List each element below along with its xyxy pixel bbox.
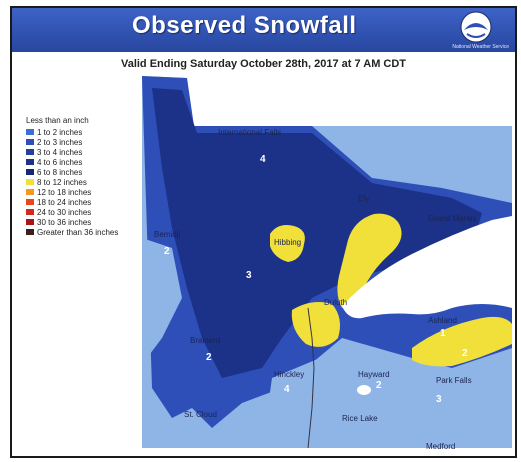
amount-label: 4 xyxy=(284,384,290,395)
legend-swatch xyxy=(26,219,34,225)
legend-label: 6 to 8 inches xyxy=(37,167,83,177)
legend-label: 8 to 12 inches xyxy=(37,177,87,187)
amount-label: 2 xyxy=(164,246,170,257)
legend-swatch xyxy=(26,209,34,215)
page-title: Observed Snowfall xyxy=(132,12,357,40)
place-international-falls: International Falls xyxy=(218,128,282,137)
place-ely: Ely xyxy=(358,194,370,203)
amount-label: 1 xyxy=(440,328,446,339)
place-park-falls: Park Falls xyxy=(436,376,472,385)
title-observed: Observed xyxy=(132,12,247,39)
title-snowfall: Snowfall xyxy=(253,12,357,39)
place-hibbing: Hibbing xyxy=(274,238,302,247)
state-border xyxy=(307,307,315,449)
snow-region-dark xyxy=(152,88,482,378)
legend-item: 1 to 2 inches xyxy=(26,127,118,137)
legend-label: 2 to 3 inches xyxy=(37,137,83,147)
snow-region-yellow-duluth xyxy=(291,302,340,347)
legend-label: 3 to 4 inches xyxy=(37,147,83,157)
snow-region-yellow-northshore xyxy=(337,213,402,308)
legend-swatch xyxy=(26,189,34,195)
map-frame: Observed Snowfall National Weather Servi… xyxy=(10,6,517,458)
place-brainerd: Brainerd xyxy=(190,336,221,345)
legend-item: 18 to 24 inches xyxy=(26,197,118,207)
snow-region-light-south xyxy=(262,353,512,448)
agency-text: National Weather Service xyxy=(452,44,509,50)
place-medford: Medford xyxy=(426,442,456,451)
place-rice-lake: Rice Lake xyxy=(342,414,378,423)
place-bemidji: Bemidji xyxy=(154,230,181,239)
legend-item: 3 to 4 inches xyxy=(26,147,118,157)
legend-label: 18 to 24 inches xyxy=(37,197,92,207)
legend-swatch xyxy=(26,159,34,165)
place-ashland: Ashland xyxy=(428,316,457,325)
legend-swatch xyxy=(26,129,34,135)
place-st-cloud: St. Cloud xyxy=(184,410,217,419)
legend-label: 24 to 30 inches xyxy=(37,207,92,217)
lake-superior xyxy=(342,216,512,319)
legend-swatch xyxy=(26,229,34,235)
legend-item: 24 to 30 inches xyxy=(26,207,118,217)
inland-lake xyxy=(357,385,371,395)
legend-item: 8 to 12 inches xyxy=(26,177,118,187)
legend-item: 30 to 36 inches xyxy=(26,217,118,227)
snowfall-map xyxy=(142,76,512,449)
legend-title: Less than an inch xyxy=(26,116,89,125)
legend-item: 4 to 6 inches xyxy=(26,157,118,167)
snow-region-light-west xyxy=(142,238,182,358)
legend-swatch xyxy=(26,199,34,205)
legend-swatch xyxy=(26,169,34,175)
place-hayward: Hayward xyxy=(358,370,390,379)
legend-swatch xyxy=(26,179,34,185)
legend-item: 6 to 8 inches xyxy=(26,167,118,177)
legend-label: 12 to 18 inches xyxy=(37,187,92,197)
legend-label: 30 to 36 inches xyxy=(37,217,92,227)
legend-item: Greater than 36 inches xyxy=(26,227,118,237)
amount-label: 2 xyxy=(462,348,468,359)
amount-label: 2 xyxy=(206,352,212,363)
header-bar: Observed Snowfall National Weather Servi… xyxy=(12,8,515,52)
legend-label: 4 to 6 inches xyxy=(37,157,83,167)
valid-time-subtitle: Valid Ending Saturday October 28th, 2017… xyxy=(120,58,407,70)
legend-label: 1 to 2 inches xyxy=(37,127,83,137)
place-duluth: Duluth xyxy=(324,298,348,307)
amount-label: 2 xyxy=(376,380,382,391)
legend-swatch xyxy=(26,139,34,145)
legend-item: 12 to 18 inches xyxy=(26,187,118,197)
snow-region-yellow-hibbing xyxy=(270,225,305,262)
amount-label: 3 xyxy=(436,394,442,405)
nws-logo-icon xyxy=(460,11,492,43)
legend-label: Greater than 36 inches xyxy=(37,227,119,237)
legend-item: 2 to 3 inches xyxy=(26,137,118,147)
amount-label: 4 xyxy=(260,154,266,165)
snow-region-yellow-ashland xyxy=(412,316,512,367)
place-grand-marais: Grand Marais xyxy=(428,214,477,223)
place-hinckley: Hinckley xyxy=(274,370,305,379)
amount-label: 3 xyxy=(246,270,252,281)
legend-swatch xyxy=(26,149,34,155)
